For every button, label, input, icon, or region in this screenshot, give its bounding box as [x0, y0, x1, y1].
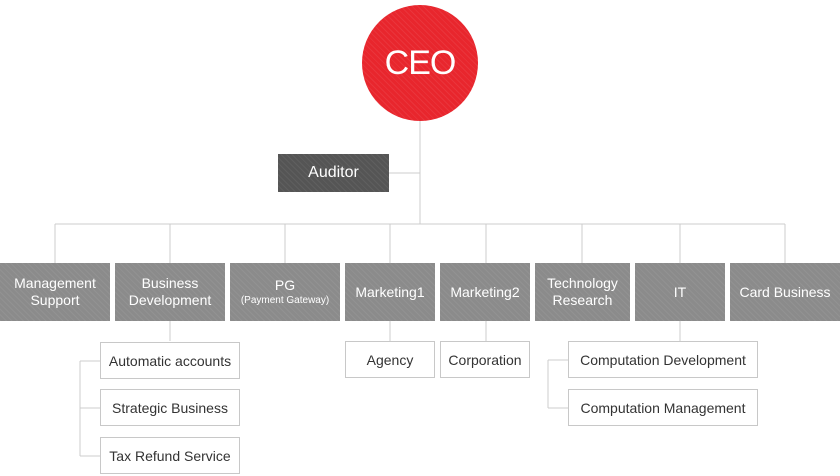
- dept-label: Management: [14, 275, 96, 291]
- dept-label: PG: [274, 277, 296, 293]
- unit-label: Computation Development: [580, 351, 746, 368]
- dept-business-development: Business Development: [115, 263, 225, 321]
- dept-label: Support: [30, 292, 80, 308]
- auditor-label: Auditor: [308, 164, 359, 181]
- unit-label: Agency: [366, 351, 414, 368]
- dept-label: Card Business: [739, 283, 831, 300]
- dept-management-support: Management Support: [0, 263, 110, 321]
- unit-label: Automatic accounts: [108, 352, 232, 369]
- ceo-node: CEO: [362, 5, 478, 121]
- unit-computation-management: Computation Management: [568, 389, 758, 426]
- unit-label: Computation Management: [580, 399, 746, 416]
- dept-label: Research: [552, 292, 613, 308]
- unit-label: Tax Refund Service: [109, 447, 231, 464]
- dept-card-business: Card Business: [730, 263, 840, 321]
- dept-label: Marketing2: [450, 283, 520, 300]
- dept-it: IT: [635, 263, 725, 321]
- dept-technology-research: Technology Research: [535, 263, 630, 321]
- ceo-label: CEO: [384, 43, 457, 82]
- unit-computation-development: Computation Development: [568, 341, 758, 378]
- unit-tax-refund-service: Tax Refund Service: [100, 437, 240, 474]
- dept-label: IT: [673, 283, 687, 300]
- auditor-node: Auditor: [278, 154, 389, 192]
- unit-label: Corporation: [448, 351, 522, 368]
- unit-automatic-accounts: Automatic accounts: [100, 342, 240, 379]
- unit-agency: Agency: [345, 341, 435, 378]
- dept-label: Business: [141, 275, 199, 291]
- dept-marketing1: Marketing1: [345, 263, 435, 321]
- dept-sublabel: (Payment Gateway): [240, 295, 330, 306]
- dept-pg: PG (Payment Gateway): [230, 263, 340, 321]
- unit-strategic-business: Strategic Business: [100, 389, 240, 426]
- unit-corporation: Corporation: [440, 341, 530, 378]
- unit-label: Strategic Business: [112, 399, 228, 416]
- dept-label: Marketing1: [355, 283, 425, 300]
- dept-marketing2: Marketing2: [440, 263, 530, 321]
- dept-label: Technology: [547, 275, 618, 291]
- dept-label: Development: [128, 292, 212, 308]
